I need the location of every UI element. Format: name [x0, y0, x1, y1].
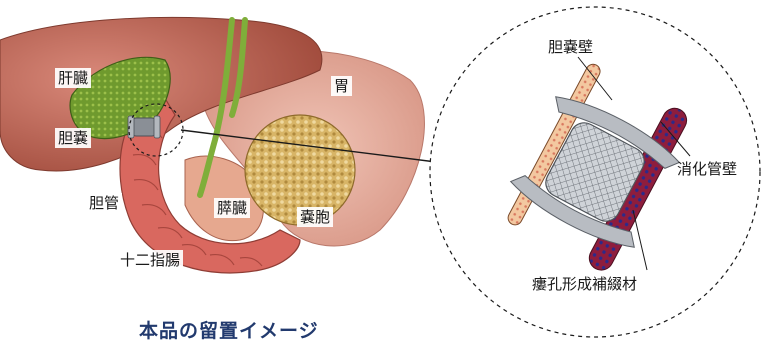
label-cyst: 嚢胞	[297, 207, 334, 227]
label-duodenum: 十二指腸	[117, 250, 184, 270]
duodenum-folds	[132, 128, 263, 267]
zoom-connector-line	[180, 129, 437, 163]
label-fistula-material: 瘻孔形成補綴材	[532, 275, 638, 293]
bile-duct-shape	[197, 17, 248, 198]
label-bile-duct: 胆管	[86, 193, 123, 213]
leader-gallbladder-wall	[577, 56, 613, 101]
stent-body	[545, 122, 645, 222]
label-liver: 肝臓	[55, 68, 92, 88]
stent-small	[127, 115, 161, 139]
stent-flange-top	[555, 96, 681, 169]
stent-detail	[507, 63, 688, 271]
label-gallbladder-wall: 胆嚢壁	[548, 38, 594, 56]
caption-text: 本品の留置イメージ	[139, 320, 319, 342]
leader-fistula-material	[632, 209, 648, 271]
stent-flange-bottom	[509, 175, 635, 248]
leader-digestive-wall	[660, 121, 691, 157]
label-digestive-wall: 消化管壁	[677, 160, 738, 178]
label-stomach: 胃	[331, 76, 353, 96]
label-gallbladder: 胆嚢	[55, 128, 92, 148]
label-pancreas: 膵臓	[214, 198, 251, 218]
